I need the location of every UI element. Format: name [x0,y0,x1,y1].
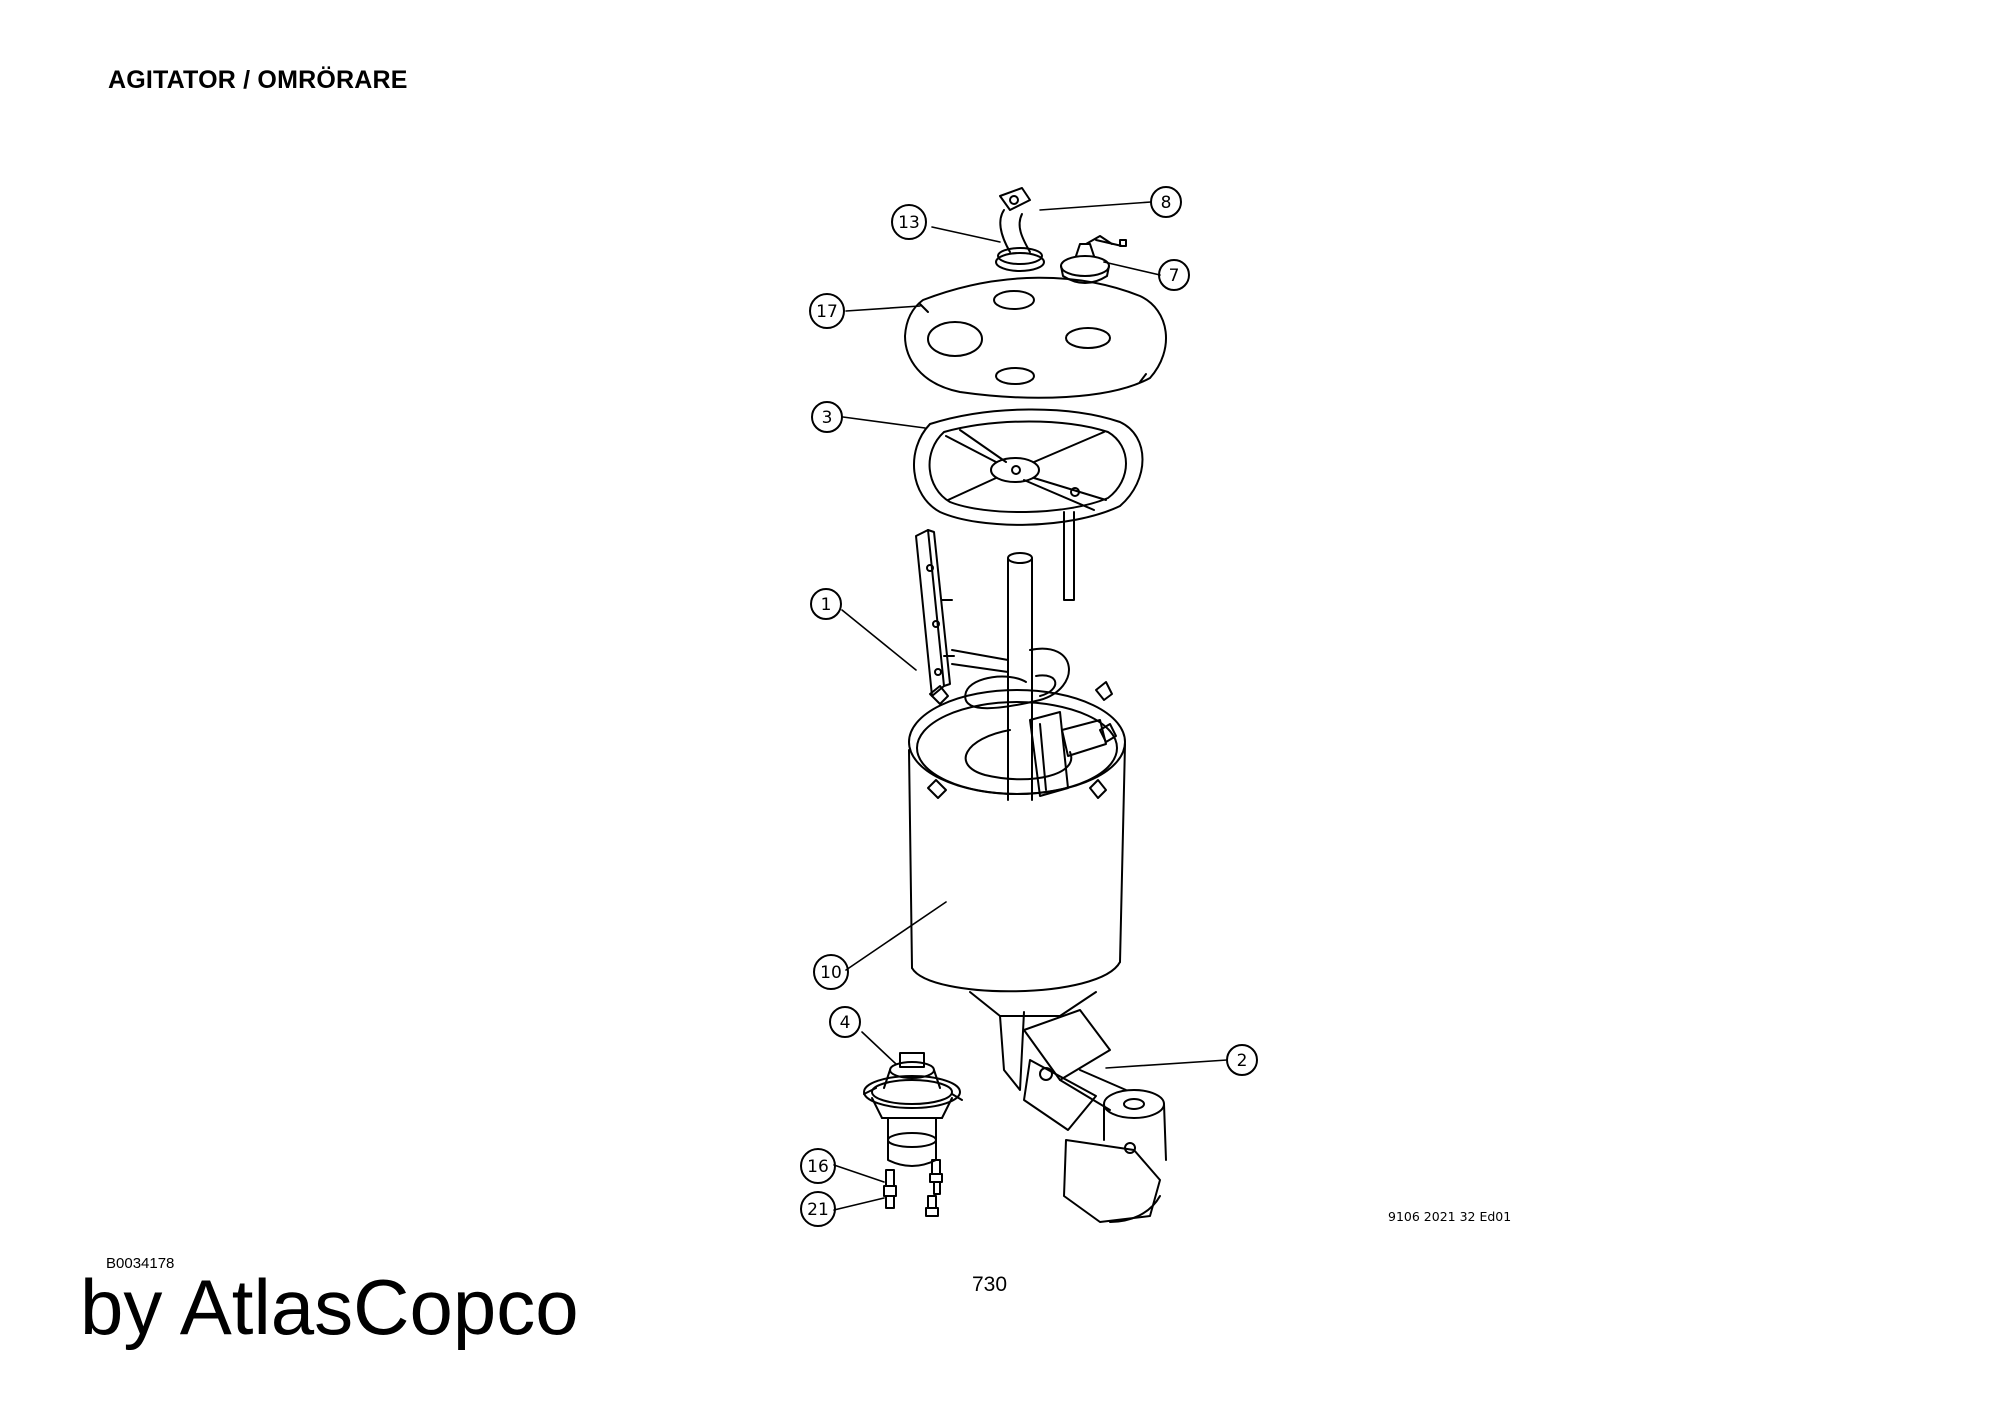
svg-text:3: 3 [822,408,833,428]
svg-text:2: 2 [1237,1051,1248,1071]
part-number: 9106 2021 32 Ed01 [1388,1209,1512,1224]
side-bracket-part [915,529,955,697]
svg-text:21: 21 [807,1200,829,1220]
svg-text:17: 17 [816,302,838,322]
tank-and-agitator-part [908,552,1126,1091]
svg-text:10: 10 [820,963,842,983]
callout-10: 10 [813,954,849,990]
page-title: AGITATOR / OMRÖRARE [108,66,408,94]
elbow-fitting-part [995,187,1045,272]
svg-text:16: 16 [807,1157,829,1177]
callout-2: 2 [1226,1044,1258,1076]
svg-text:13: 13 [898,213,920,233]
svg-text:7: 7 [1169,266,1180,286]
callout-1: 1 [810,588,842,620]
callout-21: 21 [800,1191,836,1227]
svg-text:1: 1 [821,595,832,615]
brand-footer: by AtlasCopco [80,1263,579,1351]
callout-7: 7 [1158,259,1190,291]
callout-3: 3 [811,401,843,433]
drawing-reference: B0034178 [106,1255,175,1272]
svg-text:8: 8 [1161,193,1172,213]
leader-lines [833,201,1228,1211]
spider-frame-part [913,408,1144,601]
page-number: 730 [972,1273,1008,1296]
callout-16: 16 [800,1148,836,1184]
cap-with-cable-part [1060,235,1127,284]
cover-plate-part [904,276,1167,399]
fittings-part [883,1159,943,1217]
callout-8: 8 [1150,186,1182,218]
callout-17: 17 [809,293,845,329]
svg-text:4: 4 [840,1013,851,1033]
callout-13: 13 [891,204,927,240]
outlet-bend-part [1023,1009,1167,1223]
motor-part [863,1052,963,1167]
callout-4: 4 [829,1006,861,1038]
